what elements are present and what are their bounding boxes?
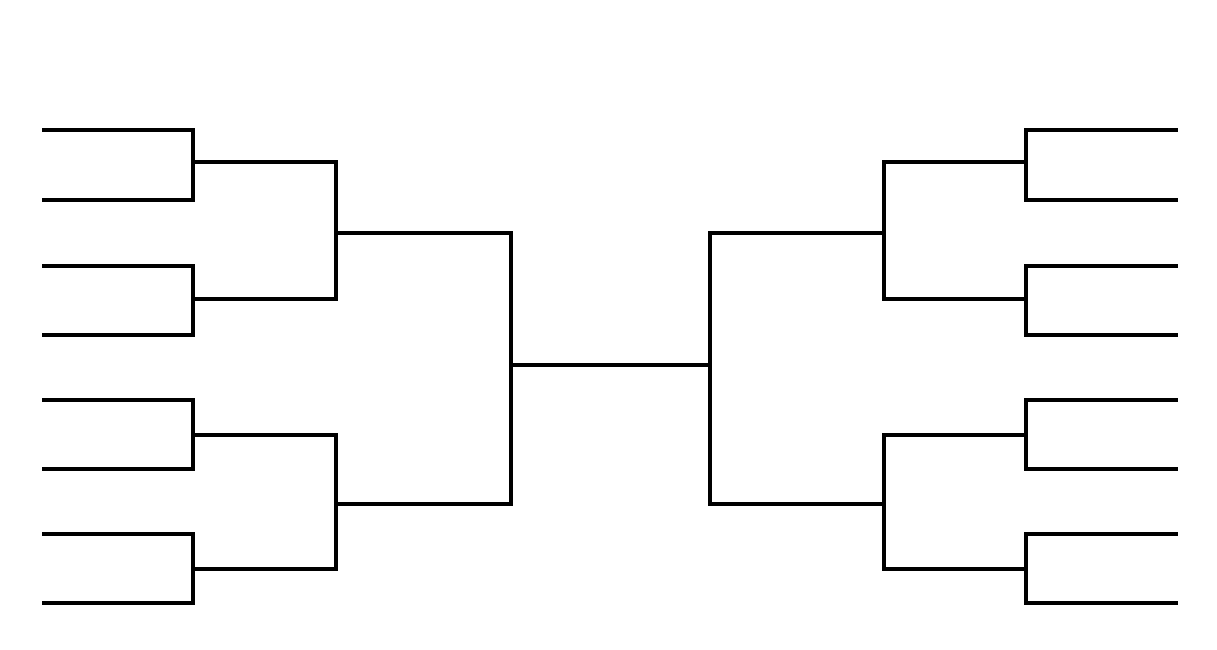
bracket-page [42,128,1178,605]
tournament-bracket [42,128,1178,605]
